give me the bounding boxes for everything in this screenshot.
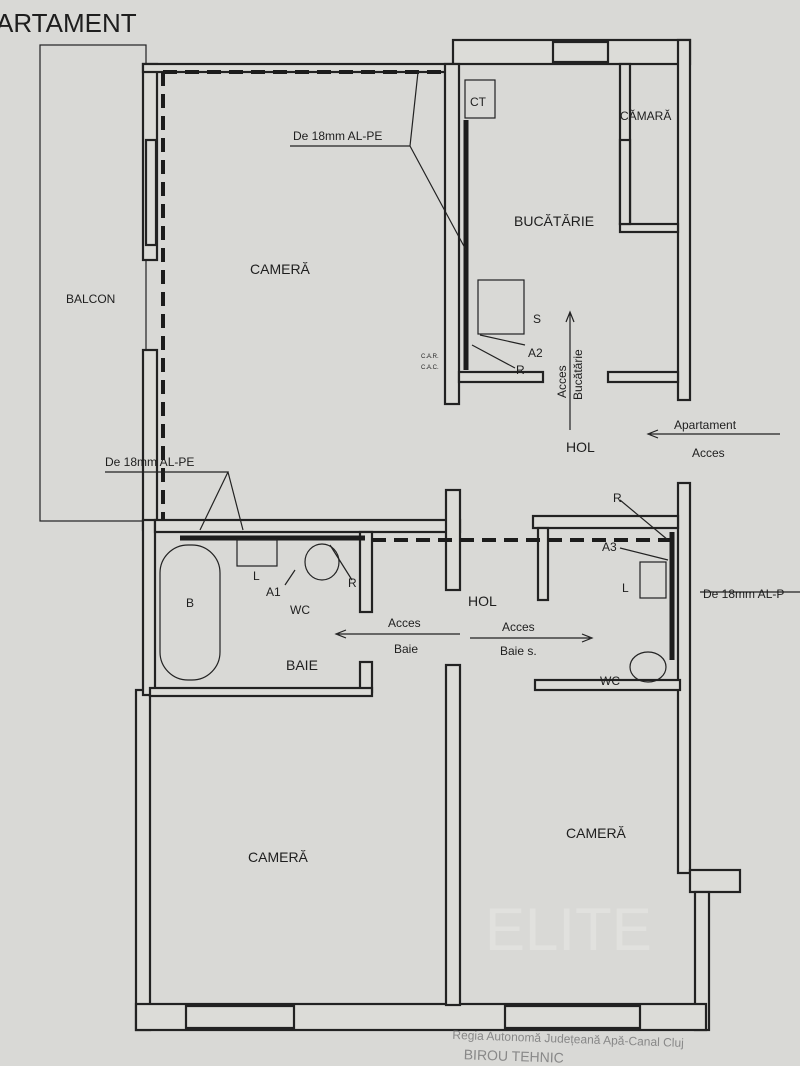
access-baie-line2: Baie (394, 642, 418, 656)
access-baie-s-line1: Acces (502, 620, 535, 634)
watermark: ELITE (485, 896, 652, 963)
toilet-baie (304, 543, 340, 581)
room-wc-baie: WC (290, 603, 310, 617)
room-camera-top: CAMERĂ (250, 261, 311, 277)
label-a1: A1 (266, 585, 281, 599)
walls (134, 38, 742, 1032)
access-bucatarie-line2: Bucătărie (571, 349, 585, 400)
room-hol-upper: HOL (566, 439, 595, 455)
label-lavoar-baie: L (253, 569, 260, 583)
pipe-label-right: De 18mm AL-P (703, 587, 784, 601)
room-ct: CT (470, 95, 487, 109)
kitchen-sink (477, 279, 525, 335)
room-camera-bottom-left: CAMERĂ (248, 849, 309, 865)
access-baie-s-line2: Baie s. (500, 644, 537, 658)
access-apartament-line1: Apartament (674, 418, 737, 432)
bathtub (159, 544, 221, 681)
room-hol-lower: HOL (468, 593, 497, 609)
access-apartament-line2: Acces (692, 446, 725, 460)
room-baie: BAIE (286, 657, 318, 673)
label-car: C.A.R. (421, 354, 439, 360)
pipe-dashed-top (161, 70, 445, 520)
label-r-kitchen: R (516, 363, 525, 377)
label-a3: A3 (602, 540, 617, 554)
access-bucatarie: Acces Bucătărie (555, 349, 585, 400)
balcony-outline (39, 44, 147, 522)
access-baie-line1: Acces (388, 616, 421, 630)
label-r-small: R (613, 491, 622, 505)
pipe-label-top: De 18mm AL-PE (293, 129, 382, 143)
access-bucatarie-line1: Acces (555, 365, 569, 398)
access-arrows (334, 310, 780, 643)
room-camara: CĂMARĂ (620, 108, 671, 123)
room-bucatarie: BUCĂTĂRIE (514, 213, 594, 229)
stamp-line2: BIROU TEHNIC (463, 1046, 564, 1065)
label-sink: S (533, 312, 541, 326)
room-balcon: BALCON (66, 292, 115, 306)
label-cac: C.A.C. (421, 365, 439, 371)
label-bath: B (186, 596, 194, 610)
pipe-label-left: De 18mm AL-PE (105, 455, 194, 469)
room-camera-bottom-right: CAMERĂ (566, 825, 627, 841)
plan-title: ARTAMENT (0, 8, 137, 38)
label-r-baie: R (348, 576, 357, 590)
toilet-small (629, 651, 667, 683)
leader-lines (105, 71, 800, 593)
lavoar-baie (236, 539, 278, 567)
label-lavoar-small: L (622, 581, 629, 595)
label-a2: A2 (528, 346, 543, 360)
lavoar-small (639, 561, 667, 599)
ct-boiler (464, 79, 496, 119)
room-wc-small: WC (600, 674, 620, 688)
